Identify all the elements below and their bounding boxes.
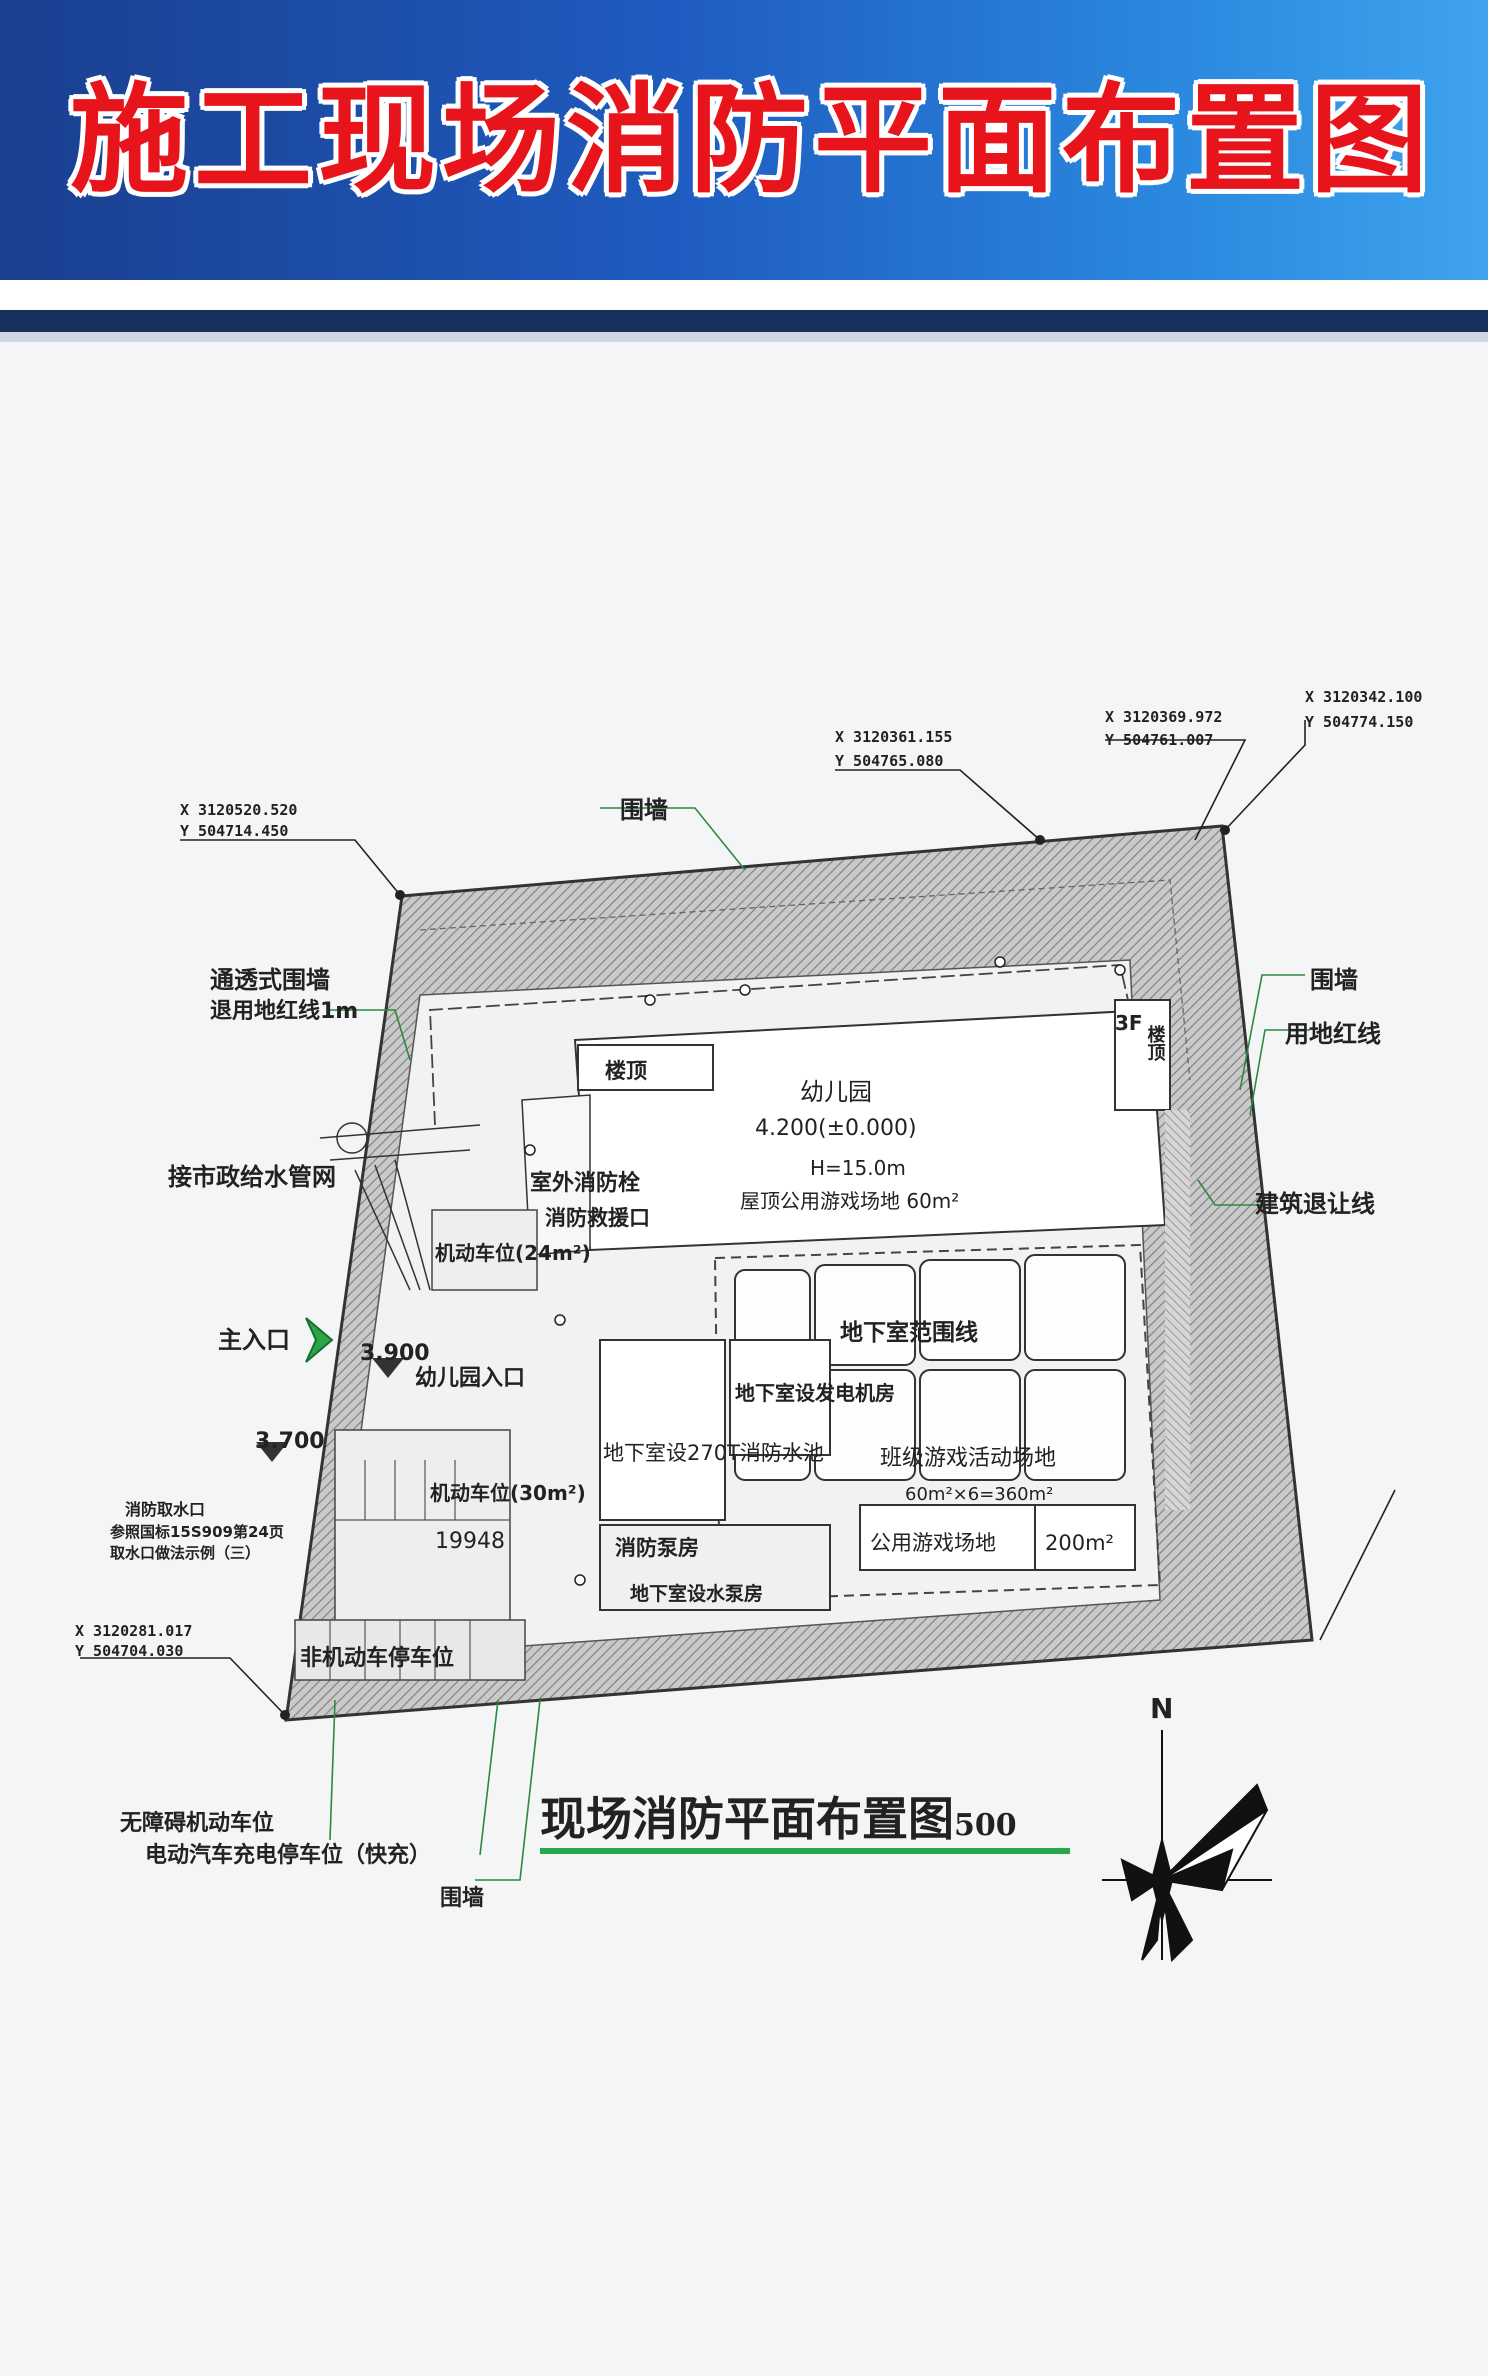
label-nonmotor-parking: 非机动车停车位 bbox=[300, 1645, 454, 1671]
coord-n1-y: Y 504765.080 bbox=[835, 752, 943, 770]
coord-sw-x: X 3120281.017 bbox=[75, 1622, 192, 1640]
label-accessible-parking: 无障碍机动车位 bbox=[120, 1810, 274, 1836]
header-divider-light bbox=[0, 332, 1488, 342]
label-elev-3700: 3.700 bbox=[255, 1429, 325, 1454]
label-fire-water-intake: 消防取水口 bbox=[125, 1500, 205, 1519]
label-intake-ref-2: 取水口做法示例（三） bbox=[110, 1544, 260, 1562]
elevation-marker-3700 bbox=[256, 1442, 288, 1462]
public-play-block bbox=[859, 1504, 1136, 1571]
label-kg-entrance: 幼儿园入口 bbox=[415, 1365, 525, 1391]
fire-water-pipe bbox=[429, 964, 1129, 1126]
parking-block-30 bbox=[334, 1429, 511, 1631]
label-ev-charging: 电动汽车充电停车位（快充） bbox=[145, 1842, 431, 1868]
label-stair: 楼顶 bbox=[605, 1059, 647, 1083]
coord-sw-y: Y 504704.030 bbox=[75, 1642, 183, 1660]
label-wall-right: 围墙 bbox=[1310, 966, 1358, 994]
west-wing bbox=[521, 1094, 591, 1256]
label-parking-24: 机动车位(24m²) bbox=[435, 1241, 591, 1265]
label-setback-1m: 退用地红线1m bbox=[210, 998, 358, 1024]
label-main-entrance: 主入口 bbox=[218, 1326, 290, 1354]
label-north: N bbox=[1150, 1692, 1173, 1725]
label-basement-generator: 地下室设发电机房 bbox=[735, 1381, 895, 1405]
fire-road-line bbox=[419, 879, 1191, 1081]
label-building-setback: 建筑退让线 bbox=[1255, 1190, 1375, 1218]
roof-side-block bbox=[1114, 999, 1171, 1111]
city-water-connection bbox=[319, 1122, 481, 1291]
label-see-through-wall: 通透式围墙 bbox=[210, 966, 330, 994]
label-intake-ref-1: 参照国标15S909第24页 bbox=[110, 1523, 284, 1541]
label-wall-top: 围墙 bbox=[620, 796, 668, 824]
caption-underline bbox=[540, 1848, 1070, 1854]
label-parking-count: 19948 bbox=[435, 1529, 505, 1554]
coord-markers bbox=[280, 825, 1230, 1720]
coord-ne-y: Y 504774.150 bbox=[1305, 713, 1413, 731]
label-basement-pool: 地下室设270T消防水池 bbox=[603, 1441, 824, 1465]
label-3f: 3F bbox=[1115, 1011, 1143, 1035]
label-roof-side: 楼顶 bbox=[1145, 1024, 1166, 1062]
label-wall-bottom: 围墙 bbox=[440, 1886, 484, 1911]
fire-pool-room bbox=[599, 1339, 726, 1521]
caption-scale: 500 bbox=[954, 1808, 1017, 1843]
caption-text: 现场消防平面布置图 bbox=[540, 1792, 954, 1846]
nonmotor-parking-block bbox=[294, 1619, 526, 1681]
label-roof-play: 屋顶公用游戏场地 60m² bbox=[740, 1189, 959, 1213]
page-title: 施工现场消防平面布置图 bbox=[70, 71, 1435, 209]
drawing-caption: 现场消防平面布置图500 bbox=[540, 1788, 1070, 1850]
coord-n2-y: Y 504761.007 bbox=[1105, 731, 1213, 749]
label-public-play-area: 200m² bbox=[1045, 1531, 1114, 1555]
elevation-marker-3900 bbox=[372, 1358, 404, 1378]
label-elevation: 4.200(±0.000) bbox=[755, 1116, 917, 1141]
label-city-water: 接市政给水管网 bbox=[168, 1163, 336, 1191]
label-basement-line: 地下室范围线 bbox=[840, 1319, 978, 1346]
label-class-play-area: 60m²×6=360m² bbox=[905, 1484, 1053, 1505]
generator-room bbox=[729, 1339, 831, 1456]
label-public-play: 公用游戏场地 bbox=[870, 1531, 996, 1555]
stair-block bbox=[577, 1044, 714, 1091]
main-entrance-arrow bbox=[305, 1317, 334, 1363]
coord-n2-x: X 3120369.972 bbox=[1105, 708, 1222, 726]
header-divider-dark bbox=[0, 310, 1488, 332]
pump-room-block bbox=[599, 1524, 831, 1611]
label-class-play: 班级游戏活动场地 bbox=[880, 1446, 1056, 1471]
label-height: H=15.0m bbox=[810, 1156, 906, 1180]
label-kindergarten: 幼儿园 bbox=[800, 1078, 872, 1106]
label-pump-room: 地下室设水泵房 bbox=[630, 1582, 763, 1605]
label-fire-rescue-window: 消防救援口 bbox=[545, 1206, 650, 1230]
coord-nw-x: X 3120520.520 bbox=[180, 801, 297, 819]
hydrant-markers bbox=[524, 956, 1126, 1586]
title-banner bbox=[0, 0, 1488, 300]
label-parking-30: 机动车位(30m²) bbox=[430, 1481, 586, 1505]
label-outdoor-hydrant: 室外消防栓 bbox=[530, 1170, 640, 1196]
parking-block-24 bbox=[431, 1209, 538, 1291]
label-land-red-line: 用地红线 bbox=[1285, 1020, 1381, 1048]
coord-nw-y: Y 504714.450 bbox=[180, 822, 288, 840]
coord-n1-x: X 3120361.155 bbox=[835, 728, 952, 746]
coord-ne-x: X 3120342.100 bbox=[1305, 688, 1422, 706]
header-divider-white bbox=[0, 280, 1488, 310]
setback-strip bbox=[1165, 1110, 1190, 1510]
label-fire-pump: 消防泵房 bbox=[615, 1536, 699, 1560]
compass-rose bbox=[1102, 1730, 1272, 1963]
label-elev-3900: 3.900 bbox=[360, 1341, 430, 1366]
